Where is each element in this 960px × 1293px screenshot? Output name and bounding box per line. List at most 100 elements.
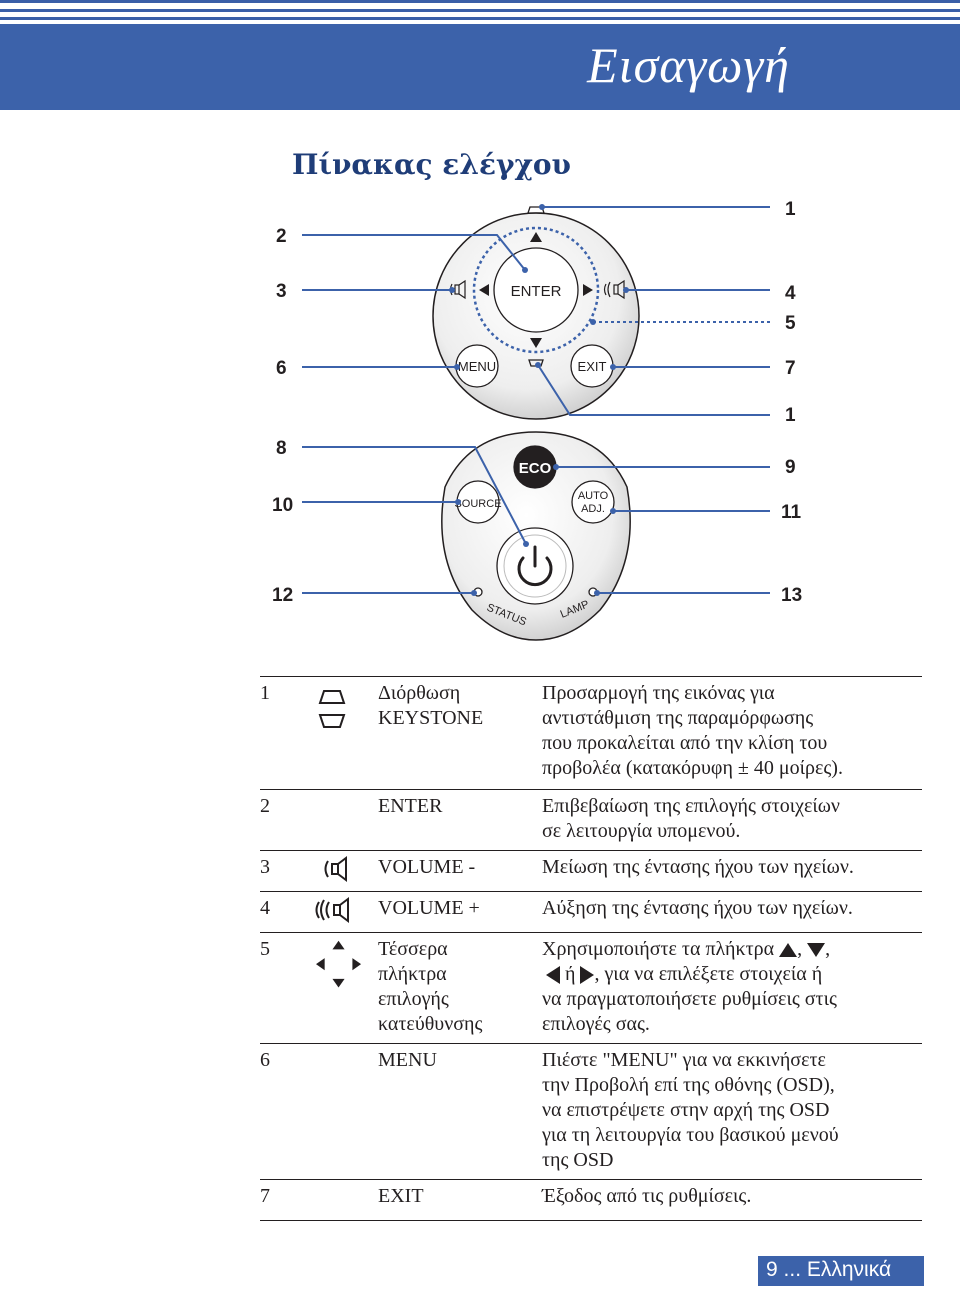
auto-adj-button	[571, 480, 615, 524]
desc-line: να επιστρέψετε στην αρχή της OSD	[542, 1099, 830, 1121]
menu-label: MENU	[458, 359, 496, 374]
desc-line: που προκαλείται από την κλίση του	[542, 732, 828, 754]
row-description: Χρησιμοποιήστε τα πλήκτρα , , ή , για να…	[542, 937, 922, 1037]
row-description: Προσαρμογή της εικόνας για αντιστάθμιση …	[542, 681, 922, 781]
row-description: Επιβεβαίωση της επιλογής στοιχείων σε λε…	[542, 794, 922, 844]
table-row: 3 VOLUME - Μείωση της έντασης ήχου των η…	[260, 850, 922, 891]
page-footer: 9 ... Ελληνικά	[758, 1256, 924, 1286]
table-row: 2 ENTER Επιβεβαίωση της επιλογής στοιχεί…	[260, 789, 922, 850]
page-number: 9	[766, 1258, 778, 1281]
left-arrow-icon	[479, 284, 489, 296]
desc-text: Χρησιμοποιήστε τα πλήκτρα	[542, 938, 780, 960]
callout-2: 2	[276, 226, 287, 247]
desc-text: ,	[825, 938, 831, 960]
callout-4: 4	[785, 283, 796, 304]
keystone-down-icon	[528, 359, 544, 367]
exit-label: EXIT	[578, 359, 607, 374]
name-line: Διόρθωση	[378, 682, 461, 704]
name-line: KEYSTONE	[378, 707, 484, 729]
callout-1-bottom: 1	[785, 405, 796, 426]
name-line: ENTER	[378, 795, 443, 817]
keystone-icon	[318, 690, 346, 728]
desc-line: προβολέα (κατακόρυφη ± 40 μοίρες).	[542, 757, 843, 779]
desc-line: Έξοδος από τις ρυθμίσεις.	[542, 1185, 752, 1207]
right-arrow-icon	[580, 966, 595, 985]
callout-8: 8	[276, 438, 287, 459]
row-number: 3	[260, 856, 270, 878]
name-line: επιλογής	[378, 988, 449, 1010]
table-row: 6 MENU Πιέστε "MENU" για να εκκινήσετε τ…	[260, 1043, 922, 1179]
callout-5: 5	[785, 313, 796, 334]
top-rule-1	[0, 0, 960, 3]
name-line: κατεύθυνσης	[378, 1013, 483, 1035]
table-row: 1 Διόρθωση KEYSTONE Προσαρμογή της εικόν…	[260, 676, 922, 789]
desc-line: Προσαρμογή της εικόνας για	[542, 682, 775, 704]
callout-7: 7	[785, 358, 796, 379]
down-arrow-icon	[807, 943, 826, 958]
section-title: Πίνακας ελέγχου	[292, 148, 571, 181]
enter-button	[493, 247, 579, 333]
eco-label: ECO	[519, 460, 552, 477]
row-name: VOLUME -	[378, 855, 538, 880]
row-description: Αύξηση της έντασης ήχου των ηχείων.	[542, 896, 922, 921]
desc-line: για τη λειτουργία του βασικού μενού	[542, 1124, 839, 1146]
callout-13: 13	[781, 585, 803, 606]
footer-language: ... Ελληνικά	[783, 1258, 892, 1281]
desc-line: Αύξηση της έντασης ήχου των ηχείων.	[542, 897, 853, 919]
row-name: MENU	[378, 1048, 538, 1073]
row-number: 2	[260, 795, 270, 817]
callout-12: 12	[272, 585, 294, 606]
page-title: Εισαγωγή	[587, 37, 790, 93]
table-row: 5 Τέσσερα πλήκτρα επιλογής κατεύθυνσης Χ…	[260, 932, 922, 1043]
volume-up-icon	[315, 897, 349, 923]
callout-10: 10	[272, 495, 294, 516]
top-rule-3	[0, 17, 960, 20]
top-rule-2	[0, 9, 960, 12]
power-button-inner	[503, 534, 567, 598]
row-name: VOLUME +	[378, 896, 538, 921]
desc-line: Χρησιμοποιήστε τα πλήκτρα , ,	[542, 937, 922, 962]
callout-6: 6	[276, 358, 287, 379]
desc-line: αντιστάθμιση της παραμόρφωσης	[542, 707, 814, 729]
row-number: 7	[260, 1185, 270, 1207]
volume-down-small-icon	[449, 279, 466, 300]
power-icon	[517, 545, 553, 587]
row-number: 1	[260, 682, 270, 704]
desc-line: επιλογές σας.	[542, 1013, 650, 1035]
name-line: Τέσσερα	[378, 938, 448, 960]
desc-line: την Προβολή επί της οθόνης (OSD),	[542, 1074, 835, 1096]
up-arrow-icon	[779, 943, 798, 958]
row-number: 6	[260, 1049, 270, 1071]
row-name: Διόρθωση KEYSTONE	[378, 681, 538, 731]
right-arrow-icon	[583, 284, 593, 296]
callout-9: 9	[785, 457, 796, 478]
desc-text: , για να επιλέξετε στοιχεία ή	[594, 963, 823, 985]
desc-line: της OSD	[542, 1149, 614, 1171]
callout-1-top: 1	[785, 199, 796, 220]
left-arrow-icon	[546, 966, 560, 985]
desc-line: Μείωση της έντασης ήχου των ηχείων.	[542, 856, 854, 878]
volume-down-icon	[324, 856, 347, 882]
down-arrow-icon	[530, 338, 542, 348]
desc-text: ,	[797, 938, 808, 960]
desc-line: να πραγματοποιήσετε ρυθμίσεις στις	[542, 988, 837, 1010]
source-label: SOURCE	[454, 498, 501, 510]
desc-line: ή , για να επιλέξετε στοιχεία ή	[542, 962, 922, 987]
row-number: 5	[260, 938, 270, 960]
name-line: VOLUME -	[378, 856, 476, 878]
controls-table: 1 Διόρθωση KEYSTONE Προσαρμογή της εικόν…	[260, 676, 922, 1221]
desc-text: ή	[560, 963, 581, 985]
direction-keys-icon	[316, 940, 362, 988]
row-name: EXIT	[378, 1184, 538, 1209]
header-banner: Εισαγωγή	[0, 24, 960, 110]
footer-text: 9 ... Ελληνικά	[766, 1258, 891, 1282]
row-description: Πιέστε "MENU" για να εκκινήσετε την Προβ…	[542, 1048, 922, 1173]
table-row: 7 EXIT Έξοδος από τις ρυθμίσεις.	[260, 1179, 922, 1221]
name-line: VOLUME +	[378, 897, 480, 919]
name-line: EXIT	[378, 1185, 424, 1207]
row-number: 4	[260, 897, 270, 919]
control-panel-diagram: ENTER MENU EXIT ECO SOURCE AUTO ADJ. STA…	[302, 204, 770, 641]
row-name: Τέσσερα πλήκτρα επιλογής κατεύθυνσης	[378, 937, 538, 1037]
row-name: ENTER	[378, 794, 538, 819]
up-arrow-icon	[530, 232, 542, 242]
